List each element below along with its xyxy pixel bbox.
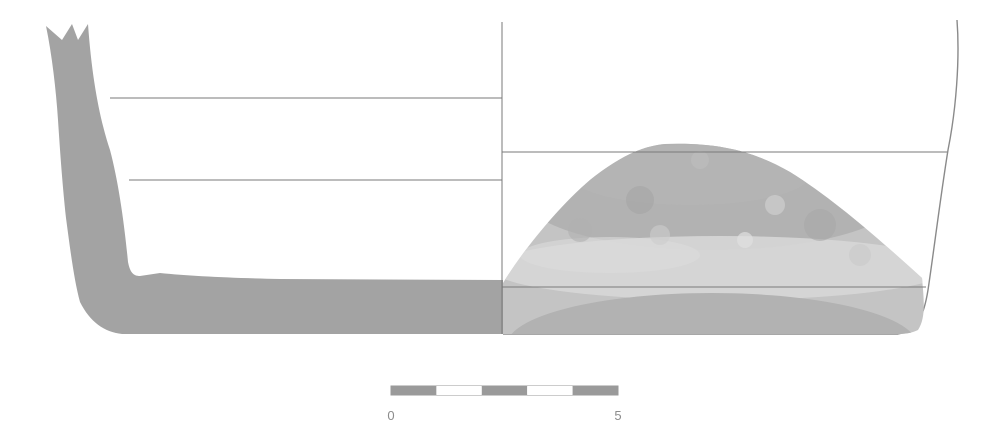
- scale-end-label: 5: [614, 408, 621, 423]
- scale-start-label: 0: [387, 408, 394, 423]
- scale-segment-4: [527, 386, 573, 395]
- vessel-section-profile: [46, 24, 503, 334]
- exterior-surface-photo: [503, 143, 924, 334]
- scale-bar: 0 5: [387, 385, 622, 423]
- scale-segment-2: [436, 386, 482, 395]
- scale-segment-3: [481, 386, 528, 395]
- scale-segment-1: [391, 386, 437, 395]
- scale-segment-5: [572, 386, 618, 395]
